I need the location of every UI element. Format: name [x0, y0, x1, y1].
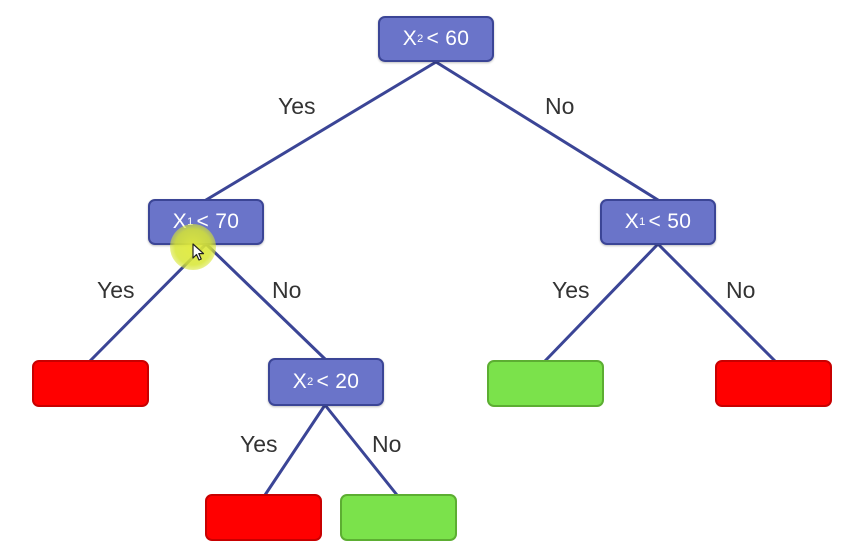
node-condition: < 70 — [196, 210, 240, 233]
label-root-no: No — [545, 93, 575, 119]
edge-right-leaf-no — [656, 242, 777, 363]
node-var: X — [402, 27, 418, 50]
node-condition: < 60 — [426, 27, 470, 50]
edge-lr-leaf-no — [323, 403, 399, 497]
leaf-red-left-yes — [32, 360, 149, 407]
node-var: X — [292, 370, 308, 393]
leaf-green-x2-no — [340, 494, 457, 541]
label-right-no: No — [726, 277, 756, 303]
node-condition: < 20 — [316, 370, 360, 393]
label-lr-yes: Yes — [240, 431, 278, 457]
leaf-red-right-no — [715, 360, 832, 407]
label-lr-no: No — [372, 431, 402, 457]
node-subscript: 1 — [639, 216, 646, 228]
label-left-no: No — [272, 277, 302, 303]
edge-right-leaf-yes — [543, 242, 660, 363]
node-subscript: 2 — [307, 376, 314, 388]
node-condition: < 50 — [648, 210, 692, 233]
label-right-yes: Yes — [552, 277, 590, 303]
edge-root-left — [204, 60, 438, 202]
leaf-green-right-yes — [487, 360, 604, 407]
node-subscript: 1 — [187, 216, 194, 228]
edge-left-node-no — [204, 242, 327, 361]
edge-root-right — [434, 60, 660, 202]
pointer-cursor-icon — [192, 243, 205, 261]
edge-lr-leaf-yes — [263, 403, 327, 497]
node-var: X — [624, 210, 640, 233]
leaf-red-x2-yes — [205, 494, 322, 541]
label-left-yes: Yes — [97, 277, 135, 303]
label-root-yes: Yes — [278, 93, 316, 119]
node-subscript: 2 — [417, 33, 424, 45]
